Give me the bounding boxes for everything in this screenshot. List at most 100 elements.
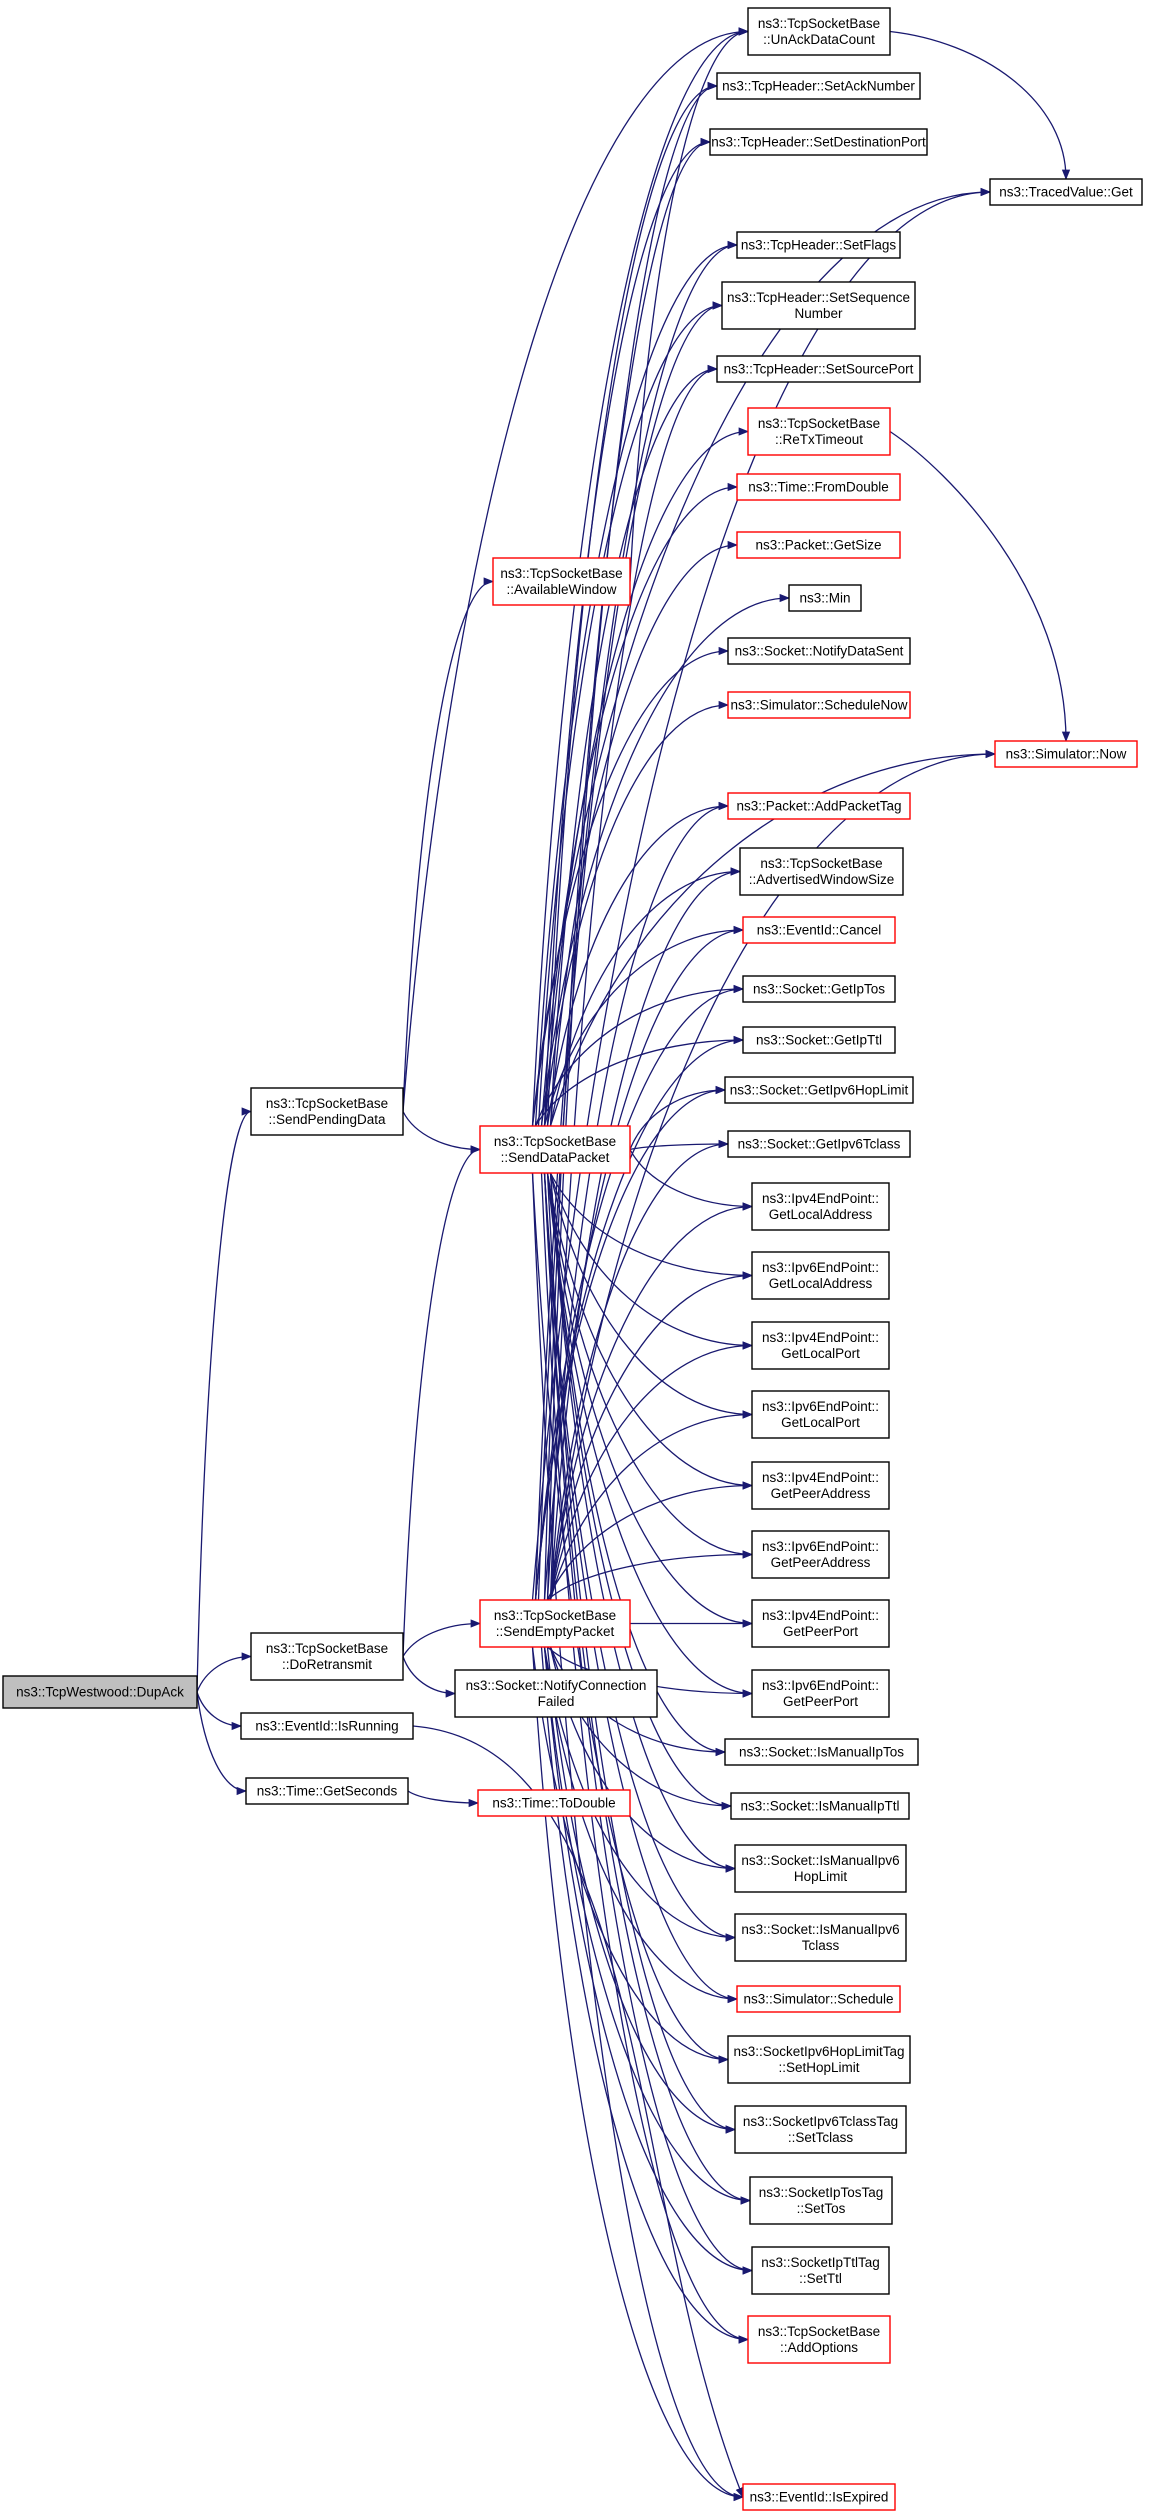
node-label: ns3::SocketIpv6HopLimitTag [733, 2044, 904, 2059]
node-box [240, 1712, 414, 1740]
node-ipv6LocalPort[interactable]: ns3::Ipv6EndPoint::GetLocalPort [751, 1390, 890, 1439]
node-label: GetLocalAddress [769, 1276, 873, 1291]
node-getIpTtl[interactable]: ns3::Socket::GetIpTtl [742, 1026, 896, 1054]
node-eventCancel[interactable]: ns3::EventId::Cancel [742, 916, 896, 944]
node-root[interactable]: ns3::TcpWestwood::DupAck [2, 1675, 198, 1709]
node-setDestPort[interactable]: ns3::TcpHeader::SetDestinationPort [709, 128, 928, 156]
edge-sendDataPacket-to-isManualIpv6HopLimit [549, 1172, 737, 1873]
node-simSchedule[interactable]: ns3::Simulator::Schedule [736, 1985, 901, 2013]
node-eventIsRunning[interactable]: ns3::EventId::IsRunning [240, 1712, 414, 1740]
node-box [716, 355, 921, 383]
edge-doRetransmit-to-sendDataPacket [402, 1145, 482, 1657]
edge-doRetransmit-to-sendEmptyPacket [402, 1619, 482, 1657]
node-sendDataPacket[interactable]: ns3::TcpSocketBase::SendDataPacket [479, 1125, 631, 1174]
node-label: ns3::Packet::AddPacketTag [736, 799, 901, 814]
node-fromDouble[interactable]: ns3::Time::FromDouble [736, 473, 901, 501]
node-sendPendingData[interactable]: ns3::TcpSocketBase::SendPendingData [250, 1087, 404, 1136]
node-ipTtlTagSet[interactable]: ns3::SocketIpTtlTag::SetTtl [751, 2246, 890, 2295]
node-label: ns3::Socket::GetIpTos [753, 982, 885, 997]
node-ipv4LocalAddr[interactable]: ns3::Ipv4EndPoint::GetLocalAddress [751, 1182, 890, 1231]
edge-root-to-eventIsRunning [196, 1691, 243, 1731]
node-availableWindow[interactable]: ns3::TcpSocketBase::AvailableWindow [492, 557, 631, 606]
node-unAckDataCount[interactable]: ns3::TcpSocketBase::UnAckDataCount [747, 7, 891, 56]
node-ipv6PeerPort[interactable]: ns3::Ipv6EndPoint::GetPeerPort [751, 1669, 890, 1718]
node-label: ns3::TcpHeader::SetSequence [727, 290, 910, 305]
node-tracedValueGet[interactable]: ns3::TracedValue::Get [989, 178, 1143, 206]
node-label: ns3::Socket::NotifyConnection [466, 1678, 647, 1693]
node-ipv4PeerPort[interactable]: ns3::Ipv4EndPoint::GetPeerPort [751, 1599, 890, 1648]
node-box [751, 1390, 890, 1439]
node-min[interactable]: ns3::Min [788, 584, 862, 612]
node-box [989, 178, 1143, 206]
node-advWindowSize[interactable]: ns3::TcpSocketBase::AdvertisedWindowSize [739, 847, 904, 896]
node-timeToDouble[interactable]: ns3::Time::ToDouble [477, 1789, 631, 1817]
node-ipv6LocalAddr[interactable]: ns3::Ipv6EndPoint::GetLocalAddress [751, 1251, 890, 1300]
node-ipTosTagSet[interactable]: ns3::SocketIpTosTag::SetTos [749, 2176, 893, 2225]
node-ipv6PeerAddr[interactable]: ns3::Ipv6EndPoint::GetPeerAddress [751, 1530, 890, 1579]
edge-sendEmptyPacket-to-setDestPort [543, 137, 712, 1601]
node-getIpv6Tclass[interactable]: ns3::Socket::GetIpv6Tclass [727, 1130, 911, 1158]
node-timeGetSeconds[interactable]: ns3::Time::GetSeconds [245, 1777, 409, 1805]
node-label: ns3::Packet::GetSize [755, 538, 881, 553]
node-setAckNumber[interactable]: ns3::TcpHeader::SetAckNumber [716, 72, 921, 100]
node-scheduleNow[interactable]: ns3::Simulator::ScheduleNow [727, 691, 911, 719]
node-hopLimitTagSet[interactable]: ns3::SocketIpv6HopLimitTag::SetHopLimit [727, 2035, 911, 2084]
node-label: ::SetTtl [799, 2271, 842, 2286]
node-eventIsExpired[interactable]: ns3::EventId::IsExpired [742, 2483, 896, 2511]
edge-sendDataPacket-to-fromDouble [540, 482, 739, 1127]
node-getIpTos[interactable]: ns3::Socket::GetIpTos [742, 975, 896, 1003]
node-addPacketTag[interactable]: ns3::Packet::AddPacketTag [727, 792, 911, 820]
edge-sendPendingData-to-unAckDataCount [402, 27, 750, 1112]
edge-sendDataPacket-to-setAckNumber [546, 81, 719, 1127]
edge-unAckDataCount-to-tracedValueGet [889, 30, 1071, 181]
node-label: ns3::Ipv4EndPoint:: [762, 1191, 879, 1206]
node-label: ns3::EventId::Cancel [757, 923, 882, 938]
node-box [734, 1844, 907, 1893]
node-box [250, 1087, 404, 1136]
node-label: ns3::TcpSocketBase [266, 1641, 388, 1656]
node-box [751, 1669, 890, 1718]
node-setFlags[interactable]: ns3::TcpHeader::SetFlags [736, 231, 901, 259]
edge-sendDataPacket-to-ipv4PeerPort [546, 1172, 754, 1628]
edge-timeGetSeconds-to-timeToDouble [407, 1790, 480, 1808]
node-label: ns3::Socket::GetIpTtl [756, 1033, 882, 1048]
node-isManualIpTos[interactable]: ns3::Socket::IsManualIpTos [724, 1738, 919, 1766]
node-box [727, 2035, 911, 2084]
node-simNow[interactable]: ns3::Simulator::Now [994, 740, 1138, 768]
node-label: ns3::Simulator::Now [1006, 747, 1127, 762]
edge-reTxTimeout-to-simNow [889, 430, 1071, 743]
node-ipv4LocalPort[interactable]: ns3::Ipv4EndPoint::GetLocalPort [751, 1321, 890, 1370]
node-tclassTagSet[interactable]: ns3::SocketIpv6TclassTag::SetTclass [734, 2105, 907, 2154]
node-box [734, 1913, 907, 1962]
node-isManualIpTtl[interactable]: ns3::Socket::IsManualIpTtl [730, 1792, 910, 1820]
node-label: GetPeerPort [783, 1694, 858, 1709]
node-reTxTimeout[interactable]: ns3::TcpSocketBase::ReTxTimeout [747, 407, 891, 456]
node-doRetransmit[interactable]: ns3::TcpSocketBase::DoRetransmit [250, 1632, 404, 1681]
edge-sendDataPacket-to-scheduleNow [543, 700, 730, 1127]
node-label: ns3::EventId::IsRunning [255, 1719, 398, 1734]
edge-sendEmptyPacket-to-tclassTagSet [546, 1646, 737, 2134]
edge-sendDataPacket-to-addOptions [540, 1172, 750, 2344]
edge-sendDataPacket-to-getIpTos [534, 984, 745, 1127]
edge-sendDataPacket-to-setFlags [534, 240, 739, 1127]
node-box [736, 231, 901, 259]
edge-sendDataPacket-to-setDestPort [543, 137, 712, 1127]
node-box [250, 1632, 404, 1681]
node-packetGetSize[interactable]: ns3::Packet::GetSize [736, 531, 901, 559]
node-sendEmptyPacket[interactable]: ns3::TcpSocketBase::SendEmptyPacket [479, 1599, 631, 1648]
edge-sendEmptyPacket-to-getIpv6HopLimit [534, 1085, 727, 1601]
edge-sendEmptyPacket-to-setFlags [534, 240, 739, 1601]
node-getIpv6HopLimit[interactable]: ns3::Socket::GetIpv6HopLimit [724, 1076, 914, 1104]
edge-root-to-sendPendingData [196, 1107, 253, 1693]
node-notifyDataSent[interactable]: ns3::Socket::NotifyDataSent [727, 637, 911, 665]
node-box [245, 1777, 409, 1805]
node-addOptions[interactable]: ns3::TcpSocketBase::AddOptions [747, 2315, 891, 2364]
node-setSourcePort[interactable]: ns3::TcpHeader::SetSourcePort [716, 355, 921, 383]
node-ipv4PeerAddr[interactable]: ns3::Ipv4EndPoint::GetPeerAddress [751, 1461, 890, 1510]
node-label: ns3::Socket::GetIpv6HopLimit [730, 1083, 909, 1098]
